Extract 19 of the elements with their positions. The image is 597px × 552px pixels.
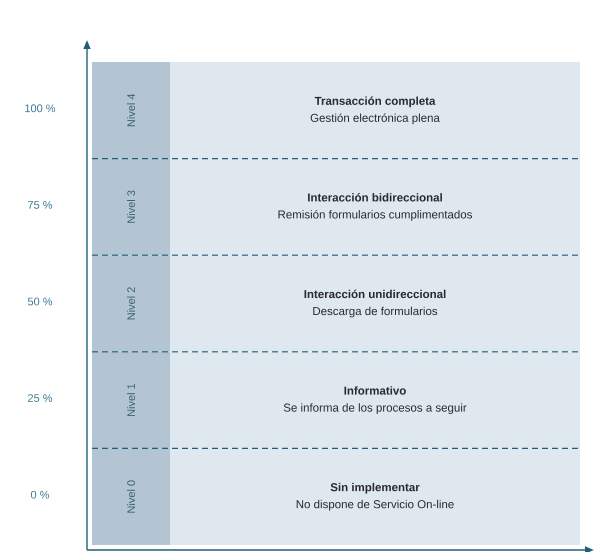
node-label: Sin implementar bbox=[330, 482, 420, 494]
level-tab: Nivel 0 bbox=[92, 448, 170, 545]
level-tab: Nivel 1 bbox=[92, 352, 170, 448]
node-label: Transacción completa bbox=[314, 96, 436, 108]
level-box: Informativo Se informa de los procesos a seguir bbox=[170, 352, 580, 448]
node-label: No dispone de Servicio On-line bbox=[296, 500, 454, 511]
percent-label: 25 % bbox=[28, 394, 52, 402]
percent-label: 75 % bbox=[28, 201, 52, 209]
level-tab: Nivel 2 bbox=[92, 255, 170, 352]
percent-label: 0 % bbox=[30, 490, 50, 499]
percent-label: 50 % bbox=[28, 298, 52, 306]
level-box: Interacción bidireccional Remisión formularios cumplimentados bbox=[170, 158, 580, 256]
level-box: Sin implementar No dispone de Servicio On-line bbox=[170, 448, 580, 545]
level-box: Transacción completa Gestión electrónica plena bbox=[170, 62, 580, 159]
percent-label: 100 % bbox=[25, 104, 56, 112]
level-box: Interacción unidireccional Descarga de formularios bbox=[170, 255, 580, 352]
level-tab: Nivel 3 bbox=[92, 158, 170, 256]
node-label: Gestión electrónica plena bbox=[310, 113, 440, 124]
level-tab: Nivel 4 bbox=[92, 62, 170, 159]
